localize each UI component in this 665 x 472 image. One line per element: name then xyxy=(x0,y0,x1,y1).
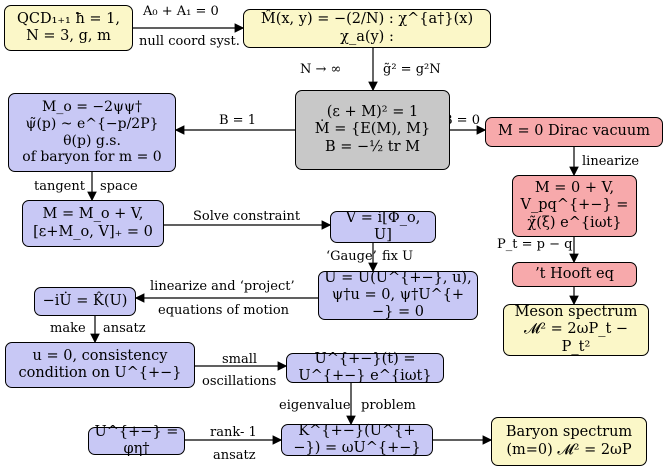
node-u-parametrization: U = U(U^{+−}, u), ψ†u = 0, ψ†U^{+−} = 0 xyxy=(318,270,478,320)
edge-label-equations-of-motion: equations of motion xyxy=(158,303,290,318)
edge-label-problem: problem xyxy=(361,398,416,413)
edge-label-b1: B = 1 xyxy=(219,113,256,128)
node-meson-linearized: M = 0 + V, V_pq^{+−} = χ̃(ξ) e^{iωt} xyxy=(512,175,637,237)
edge-label-oscillations: oscillations xyxy=(202,374,277,389)
edge-label-space: space xyxy=(100,179,138,194)
node-tangent-space: M = M_o + V, [ε+M_o, V]₊ = 0 xyxy=(22,200,164,247)
node-equation-of-motion: −iU̇ = K̂(U) xyxy=(34,287,136,316)
node-mhat: M̂(x, y) = −(2/N) : χ^{a†}(x) χ_a(y) : xyxy=(243,9,491,48)
node-baryon-spectrum: Baryon spectrum (m=0) 𝓜² = 2ωP xyxy=(491,417,647,466)
node-master-equations: (ε + M)² = 1 Ṁ = {E(M), M} B = −½ tr M xyxy=(295,90,450,170)
node-consistency-condition: u = 0, consistency condition on U^{+−} xyxy=(5,342,195,388)
node-thooft-eq: ’t Hooft eq xyxy=(512,262,637,287)
edge-label-small: small xyxy=(222,352,258,367)
edge-label-thooft-coupling: g̃² = g²N xyxy=(383,62,441,77)
edge-label-make: make xyxy=(50,321,86,336)
edge-label-eigenvalue: eigenvalue xyxy=(279,398,351,413)
edge-label-ansatz-2: ansatz xyxy=(213,448,256,463)
node-dirac-vacuum: M = 0 Dirac vacuum xyxy=(485,117,663,147)
node-qcd: QCD₁₊₁ ħ = 1, N = 3, g, m xyxy=(4,5,133,51)
node-eigenvalue-kernel: K^{+−}(U^{+−}) = ωU^{+−} xyxy=(281,423,433,456)
node-baryon-ground-state: M_o = −2ψψ† ψ̃(p) ~ e^{−p/2P} θ(p) g.s. … xyxy=(8,93,176,172)
edge-label-large-n: N → ∞ xyxy=(300,62,342,77)
edge-label-gauge: ‘Gauge’ xyxy=(326,249,377,264)
edge-label-linearize: linearize xyxy=(582,154,640,169)
edge-label-fix-u: fix U xyxy=(382,249,414,264)
node-rank1-ansatz: U^{+−} = φη† xyxy=(88,424,185,457)
node-meson-spectrum: Meson spectrum 𝓜² = 2ωP_t − P_t² xyxy=(503,304,649,356)
edge-label-rank-1: rank- 1 xyxy=(210,425,257,440)
node-small-oscillations: U^{+−}(t) = U^{+−} e^{iωt} xyxy=(286,351,444,384)
edge-label-null-coords: null coord syst. xyxy=(139,34,240,49)
edge-label-total-momentum: P_t = p − q xyxy=(497,237,573,252)
edge-label-linearize-project: linearize and ‘project’ xyxy=(150,279,295,294)
edge-label-tangent: tangent xyxy=(34,179,85,194)
edge-label-solve-constraint: Solve constraint xyxy=(193,209,301,224)
edge-label-ansatz: ansatz xyxy=(103,321,146,336)
node-v-gauge: V = i[Φ_o, U] xyxy=(330,210,436,243)
edge-label-b0: B = 0 xyxy=(443,113,480,128)
edge-label-gauge-condition: A₀ + A₁ = 0 xyxy=(143,4,219,19)
